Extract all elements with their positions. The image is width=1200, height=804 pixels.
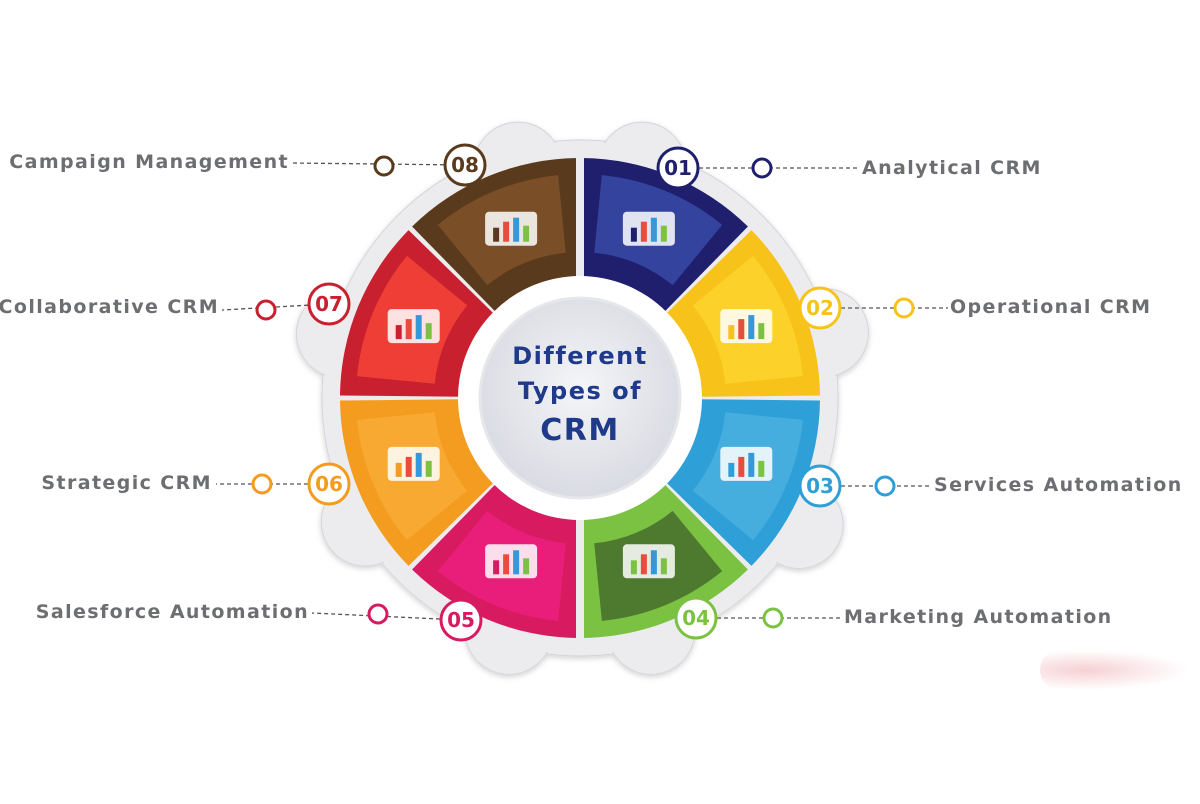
- center-title-line-2: Types of: [518, 377, 642, 405]
- svg-text:05: 05: [447, 608, 475, 632]
- segment-03: [664, 399, 820, 566]
- connector-01: [678, 157, 860, 179]
- bar-chart-report-icon: [387, 446, 440, 481]
- connector-dot-icon: [373, 155, 395, 177]
- segment-06: [340, 399, 496, 566]
- svg-text:08: 08: [451, 153, 479, 177]
- connector-dot-icon: [762, 607, 784, 629]
- watermark: [1040, 650, 1190, 690]
- segment-02: [664, 230, 820, 397]
- svg-text:06: 06: [315, 472, 343, 496]
- salesforce-gears-icon: [485, 544, 538, 579]
- badge-02: 02: [798, 286, 842, 330]
- connector-dot-icon: [751, 157, 773, 179]
- label-strategic-crm: Strategic CRM: [41, 472, 212, 494]
- connector-08: [291, 155, 466, 177]
- connector-dot-icon: [251, 473, 273, 495]
- mobile-search-icon: [720, 446, 773, 481]
- email-network-icon: [622, 544, 675, 579]
- label-collaborative-crm: Collaborative CRM: [0, 296, 219, 318]
- label-marketing-automation: Marketing Automation: [844, 606, 1113, 628]
- segment-05: [412, 482, 579, 638]
- analytics-dashboard-icon: [622, 211, 675, 246]
- label-operational-crm: Operational CRM: [950, 296, 1152, 318]
- svg-text:03: 03: [806, 474, 834, 498]
- svg-text:01: 01: [664, 156, 692, 180]
- connector-dot-icon: [367, 603, 389, 625]
- connector-dot-icon: [255, 299, 277, 321]
- teamwork-ladder-icon: [387, 309, 440, 344]
- segment-07: [340, 230, 496, 397]
- label-services-automation: Services Automation: [934, 474, 1183, 496]
- svg-text:04: 04: [682, 606, 710, 630]
- center-title-line-3: CRM: [540, 413, 619, 448]
- badge-07: 07: [307, 282, 351, 326]
- badge-08: 08: [443, 143, 487, 187]
- connector-05: [311, 603, 462, 625]
- segment-08: [412, 158, 579, 314]
- connector-dot-icon: [893, 297, 915, 319]
- badge-03: 03: [798, 464, 842, 508]
- badge-04: 04: [674, 596, 718, 640]
- label-salesforce-automation: Salesforce Automation: [35, 601, 309, 623]
- svg-text:02: 02: [806, 296, 834, 320]
- label-campaign-management: Campaign Management: [9, 151, 289, 173]
- connector-dot-icon: [874, 475, 896, 497]
- connector-04: [696, 607, 842, 629]
- label-analytical-crm: Analytical CRM: [862, 157, 1042, 179]
- segment-04: [581, 482, 748, 638]
- center-title-line-1: Different: [512, 342, 647, 370]
- badge-01: 01: [656, 146, 700, 190]
- segment-01: [581, 158, 748, 314]
- badge-06: 06: [307, 462, 351, 506]
- center-disc: [478, 296, 682, 500]
- connector-03: [820, 475, 932, 497]
- badge-05: 05: [439, 598, 483, 642]
- megaphone-social-icon: [485, 211, 538, 246]
- connector-06: [216, 473, 329, 495]
- team-gears-icon: [720, 309, 773, 344]
- svg-text:07: 07: [315, 292, 343, 316]
